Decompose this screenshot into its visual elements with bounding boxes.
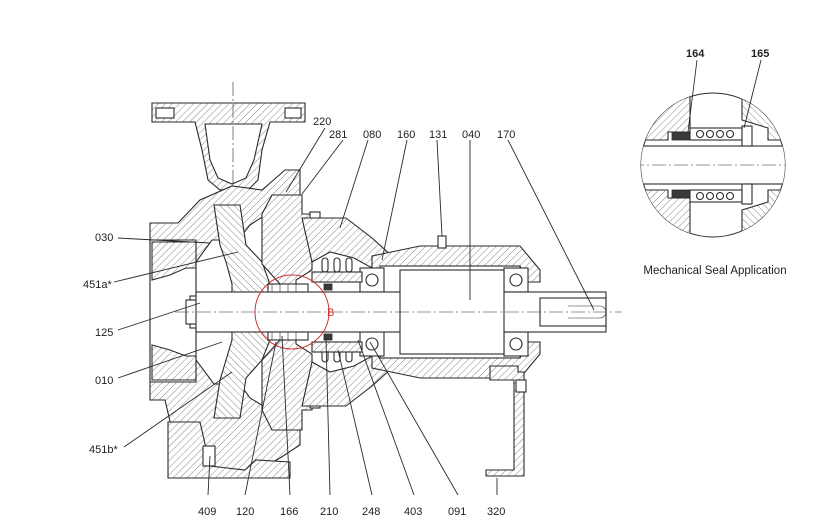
seal-ring-bottom bbox=[323, 333, 333, 341]
seal-components bbox=[267, 283, 309, 341]
seal-housing-bottom bbox=[311, 341, 363, 353]
callout-160: 160 bbox=[397, 129, 415, 141]
callout-labels-left: 030 451a* 125 010 451b* bbox=[83, 232, 118, 456]
foot-bolt bbox=[202, 445, 216, 467]
bearing-front-bottom bbox=[359, 331, 385, 357]
leader-lines bbox=[113, 127, 595, 496]
support-bracket bbox=[485, 365, 525, 477]
detail-marker-label: B bbox=[327, 307, 334, 319]
callout-170: 170 bbox=[497, 129, 515, 141]
callout-164: 164 bbox=[686, 48, 705, 60]
seal-housing-top bbox=[311, 271, 363, 283]
flange-bolt-left bbox=[155, 107, 175, 119]
detail-caption: Mechanical Seal Application bbox=[643, 265, 786, 277]
discharge-nozzle-bore bbox=[204, 123, 263, 185]
bearing-rear-bottom bbox=[503, 331, 529, 357]
callout-281: 281 bbox=[329, 129, 347, 141]
callout-030: 030 bbox=[95, 232, 113, 244]
flange-bolt-right bbox=[284, 107, 302, 119]
bearing-rear-top bbox=[503, 267, 529, 293]
callout-165: 165 bbox=[751, 48, 769, 60]
callout-labels-top: 220 281 080 160 131 040 170 bbox=[313, 116, 515, 141]
callout-125: 125 bbox=[95, 327, 113, 339]
callout-labels-bottom: 409 120 166 210 248 403 091 320 bbox=[198, 506, 505, 518]
callout-220: 220 bbox=[313, 116, 331, 128]
bracket-bolt bbox=[515, 379, 527, 393]
callout-403: 403 bbox=[404, 506, 422, 518]
callout-210: 210 bbox=[320, 506, 338, 518]
mechanical-seal-detail: 164 165 Mechanical Seal Application bbox=[640, 48, 787, 277]
bearing-front-top bbox=[359, 267, 385, 293]
callout-131: 131 bbox=[429, 129, 447, 141]
callout-010: 010 bbox=[95, 375, 113, 387]
callout-091: 091 bbox=[448, 506, 466, 518]
callout-080: 080 bbox=[363, 129, 381, 141]
callout-040: 040 bbox=[462, 129, 480, 141]
detail-b-circle bbox=[254, 274, 330, 350]
callout-248: 248 bbox=[362, 506, 380, 518]
callout-320: 320 bbox=[487, 506, 505, 518]
callout-166: 166 bbox=[280, 506, 298, 518]
pump-assembly: B bbox=[149, 82, 622, 479]
suction-cover-hatch-bottom bbox=[151, 344, 197, 381]
grease-nipple bbox=[437, 235, 447, 249]
seal-ring-top bbox=[323, 283, 333, 291]
callout-409: 409 bbox=[198, 506, 216, 518]
callout-120: 120 bbox=[236, 506, 254, 518]
callout-451a: 451a* bbox=[83, 279, 112, 291]
callout-451b: 451b* bbox=[89, 444, 118, 456]
